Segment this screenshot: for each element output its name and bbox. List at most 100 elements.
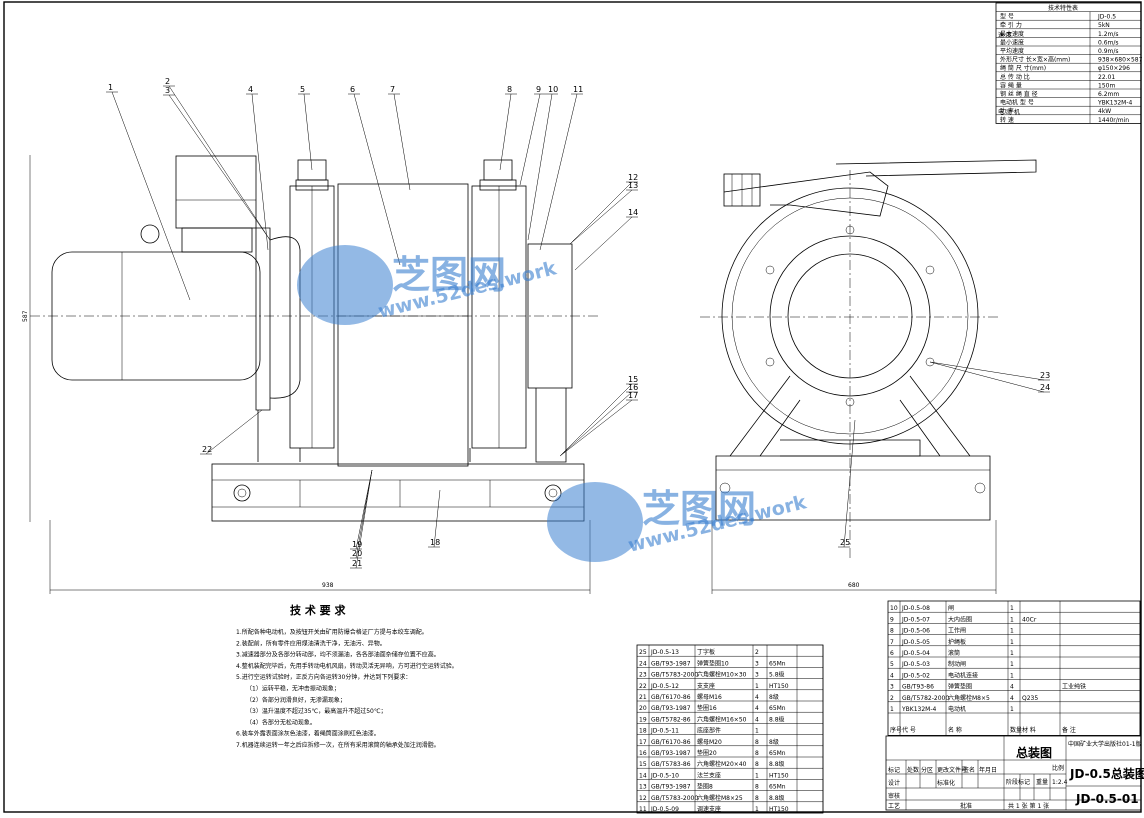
callout-leader	[303, 93, 313, 171]
bom-cell-qty: 8	[755, 795, 759, 802]
spec-row-label: 功 率	[1000, 107, 1014, 115]
callout-number: 19	[352, 540, 362, 549]
spec-row-value: 1.2m/s	[1098, 31, 1119, 38]
requirement-line: 7.机器连续运转一年之后应拆修一次，在所有采用滚筒的轴承处加注润滑脂。	[236, 741, 440, 749]
tb-design: 设计	[888, 779, 900, 787]
callout-leader	[569, 189, 633, 245]
watermark-brand: 芝图网	[392, 253, 506, 297]
watermark-top: 芝图网 www.52des.work	[297, 245, 559, 325]
tb-date: 年月日	[979, 766, 997, 774]
bom-cell-no: 3	[890, 684, 894, 691]
spec-row-label: 牵 引 力	[1000, 21, 1022, 29]
bom-cell-no: 9	[890, 616, 894, 623]
callout-number: 5	[300, 85, 305, 94]
bom-header-note: 备 注	[1062, 726, 1076, 734]
bom-cell-name: 六角螺栓M20×40	[697, 760, 747, 768]
spec-row-label: 电动机 型 号	[1000, 99, 1034, 107]
callout-number: 24	[1040, 383, 1050, 392]
bom-cell-name: 丁字板	[697, 648, 715, 656]
bom-cell-qty: 1	[1010, 672, 1014, 679]
bom-cell-no: 2	[890, 695, 894, 702]
bom-cell-name: 电动机	[948, 705, 966, 713]
callout-number: 3	[165, 86, 170, 95]
bom-cell-no: 6	[890, 650, 894, 657]
bom-cell-mat: HT150	[769, 772, 789, 779]
bom-cell-name: 制动闸	[948, 660, 966, 668]
base-frame	[211, 463, 585, 522]
callout-leader	[843, 419, 856, 548]
bom-cell-code: JD-0.5-09	[650, 806, 679, 813]
callout-number: 14	[628, 208, 638, 217]
bom-cell-no: 23	[639, 672, 647, 679]
callout-number: 22	[202, 445, 212, 454]
bom-cell-qty: 1	[1010, 639, 1014, 646]
spec-row-value: 150m	[1098, 82, 1115, 89]
bom-cell-qty: 1	[1010, 605, 1014, 612]
tb-process: 工艺	[888, 802, 900, 810]
bom-cell-name: 大内齿圈	[948, 615, 972, 623]
bom-cell-qty: 8	[755, 739, 759, 746]
requirement-line: 3.减速器部分及各部分转动部，均不须漏油，各各部油面杂储存位置不应高。	[236, 651, 440, 659]
callout-number: 18	[430, 538, 440, 547]
callout-leader	[168, 85, 271, 241]
spec-group-motor: 电 动 机	[998, 108, 1020, 116]
callout-leader	[393, 93, 411, 191]
callout-number: 11	[573, 85, 583, 94]
watermark-brand-2: 芝图网	[642, 487, 756, 531]
motor-junction-box	[175, 155, 257, 229]
tb-change-doc: 更改文件号	[937, 766, 967, 774]
bom-cell-code: GB/T93-1987	[651, 660, 691, 667]
bom-cell-code: JD-0.5-02	[901, 672, 930, 679]
dim-width: 680	[848, 582, 860, 589]
bom-cell-name: 螺母M16	[697, 693, 722, 701]
callout-number: 25	[840, 538, 850, 547]
bom-cell-name: 弹簧垫圈10	[697, 659, 729, 667]
requirement-line: 6.装车外露表面涂灰色油漆，着绳筒面涂刷红色油漆。	[236, 730, 380, 738]
spec-row-value: JD-0.5	[1097, 14, 1116, 21]
bom-cell-qty: 1	[1010, 706, 1014, 713]
bom-cell-name: 垫圈8	[697, 783, 713, 791]
callout-number: 16	[628, 383, 638, 392]
bom-cell-mat: 65Mn	[769, 660, 786, 667]
sheet-frame	[3, 1, 1142, 813]
bom-cell-qty: 1	[755, 683, 759, 690]
bom-cell-code: JD-0.5-05	[901, 639, 930, 646]
callout-number: 4	[248, 85, 253, 94]
scale-value: 1:2.4	[1052, 779, 1068, 786]
bom-cell-name: 闸	[948, 604, 954, 612]
tb-review: 审核	[888, 792, 900, 800]
spec-row-label: 绳 筒 尺 寸(mm)	[1000, 64, 1046, 72]
spec-row-value: 4kW	[1098, 108, 1111, 115]
bom-cell-mat: 65Mn	[769, 705, 786, 712]
tb-std: 标准化	[937, 779, 955, 787]
bom-cell-code: YBK132M-4	[901, 706, 937, 713]
bom-cell-no: 25	[639, 649, 647, 656]
gear-housing	[527, 243, 573, 389]
bom-cell-qty: 4	[1010, 684, 1014, 691]
callout-leader	[168, 94, 271, 241]
bom-cell-no: 7	[890, 639, 894, 646]
bom-cell-no: 16	[639, 750, 647, 757]
spec-row-label: 容 绳 量	[1000, 81, 1022, 89]
drawing-number: JD-0.5-01	[1075, 792, 1139, 806]
drum-flange-outer	[721, 187, 979, 445]
bom-cell-mat: Q235	[1022, 695, 1038, 702]
bom-cell-mat: 65Mn	[769, 784, 786, 791]
callout-leader	[929, 361, 1045, 393]
bom-cell-no: 14	[639, 772, 647, 779]
spec-row-label: 最小速度	[1000, 38, 1024, 46]
dim-length: 938	[322, 582, 334, 589]
callout-leader	[929, 361, 1045, 381]
spec-row-value: YBK132M-4	[1097, 100, 1133, 107]
bom-cell-no: 17	[639, 739, 647, 746]
drum	[337, 183, 469, 467]
bom-cell-qty: 2	[755, 649, 759, 656]
bom-cell-name: 六角螺栓M10×30	[697, 671, 747, 679]
requirement-line: （4）各部分无松动现象。	[246, 718, 316, 726]
bom-cell-code: JD-0.5-11	[650, 728, 679, 735]
bom-cell-qty: 4	[755, 705, 759, 712]
callout-leader	[569, 181, 633, 245]
spec-row-label: 平均速度	[1000, 47, 1024, 55]
